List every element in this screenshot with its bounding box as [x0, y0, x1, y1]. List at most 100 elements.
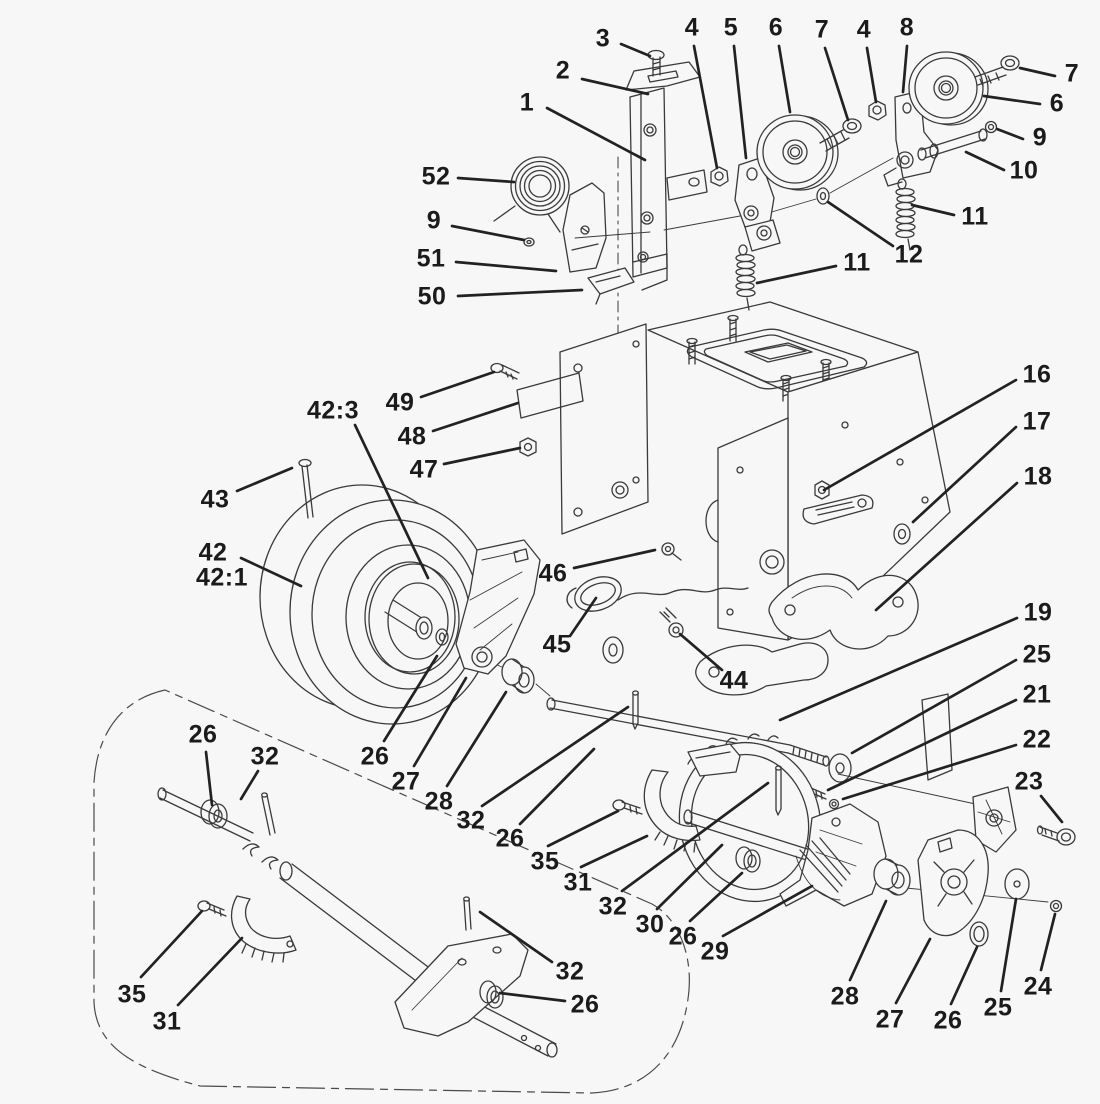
kit-boundary-outline — [93, 689, 690, 1094]
leader-line — [655, 843, 724, 911]
leader-line — [546, 809, 620, 848]
leader-line — [456, 176, 516, 184]
leader-line — [732, 44, 748, 160]
leader-line — [850, 658, 1018, 755]
bushing-28-left — [501, 658, 535, 694]
leader-line — [777, 44, 792, 114]
leader-line — [382, 654, 439, 743]
leader-line — [826, 200, 895, 248]
frame-housing — [559, 301, 1017, 853]
nut-4-right-icon — [868, 100, 887, 121]
leader-line — [235, 466, 294, 493]
leader-line — [910, 203, 956, 217]
leader-line — [568, 596, 598, 638]
washer-25-icon — [828, 753, 852, 783]
wire-link-45 — [566, 576, 749, 612]
screw-46-icon — [661, 542, 682, 561]
leader-line — [964, 150, 1006, 172]
pulley-6-right — [908, 51, 989, 126]
o-ring-26-icon — [969, 921, 989, 947]
bushing-28-right — [873, 858, 911, 896]
leader-line — [995, 127, 1025, 141]
leader-line — [139, 909, 204, 979]
leader-line — [688, 871, 744, 923]
leader-line — [911, 425, 1018, 524]
wheel-assembly — [259, 458, 541, 725]
bolt-44-icon — [659, 607, 684, 638]
plate-hardware — [490, 362, 749, 638]
leader-line — [678, 632, 724, 672]
plate-48 — [516, 372, 584, 419]
clip-9-icon — [523, 237, 535, 247]
bushing-26-bottom — [479, 980, 504, 1009]
leader-line — [353, 423, 430, 580]
leader-line — [874, 481, 1019, 612]
leader-line — [826, 698, 1018, 792]
hub-washer-26 — [435, 628, 449, 646]
leader-line — [1039, 794, 1064, 824]
leader-line — [822, 378, 1018, 492]
leader-line — [176, 936, 244, 1007]
screw-35-left-icon — [197, 900, 227, 917]
leader-line — [778, 616, 1019, 722]
leader-line — [848, 899, 888, 982]
leader-line — [456, 288, 584, 298]
screw-35-mid-icon — [612, 799, 643, 815]
screw-49-icon — [490, 362, 520, 380]
bolt-23-icon — [1036, 825, 1076, 846]
axle-differential-group — [157, 636, 1076, 1058]
bearing-bracket-27-right — [917, 829, 989, 937]
break-squiggle — [242, 843, 260, 857]
leader-line — [442, 446, 522, 466]
washer-ring — [602, 636, 624, 664]
pin-32-mid — [775, 765, 782, 816]
leader-line — [239, 556, 303, 588]
washer-17-icon — [893, 523, 911, 545]
leader-line — [478, 910, 554, 964]
leader-line — [412, 676, 468, 768]
latch-50 — [587, 267, 635, 295]
spring-11-left-icon — [735, 244, 756, 311]
leader-line — [620, 781, 770, 893]
axle-19 — [546, 697, 830, 767]
fan-plate — [795, 837, 851, 901]
leader-line — [721, 884, 814, 938]
leader-line — [518, 747, 596, 826]
idler-assembly-right — [868, 51, 1020, 251]
torsion-spring-52 — [493, 156, 570, 233]
leader-line — [999, 897, 1018, 993]
leader-line — [619, 42, 652, 58]
leader-line — [419, 370, 496, 399]
leader-line — [445, 690, 508, 788]
upper-bracket-assembly — [493, 49, 894, 305]
leader-line — [480, 705, 630, 808]
leader-line — [841, 743, 1018, 801]
klik-pin-43 — [298, 458, 314, 519]
bearing-bracket-27-left — [455, 539, 541, 675]
nut-24-icon — [1049, 899, 1063, 913]
leader-line — [894, 937, 932, 1005]
clamp-31-left — [230, 895, 297, 963]
leader-line — [949, 945, 979, 1006]
leader-line — [498, 991, 567, 1003]
leader-line — [755, 264, 838, 285]
leader-line — [450, 224, 526, 242]
swing-arm-18-lower — [695, 642, 829, 696]
leader-line — [982, 94, 1042, 106]
leader-line — [823, 46, 850, 122]
spring-11-right-icon — [895, 178, 916, 251]
washer-22-icon — [828, 798, 840, 810]
leader-line — [545, 106, 647, 162]
guard-31-mid — [643, 743, 741, 853]
leader-line — [901, 44, 909, 94]
break-squiggle — [261, 856, 279, 870]
bolt-7-left-icon — [819, 118, 862, 152]
stub-axle-left — [157, 787, 254, 842]
washer-12-icon — [816, 187, 830, 205]
leader-line — [454, 260, 558, 273]
pin-32-left — [261, 792, 276, 836]
leader-line — [865, 46, 878, 104]
